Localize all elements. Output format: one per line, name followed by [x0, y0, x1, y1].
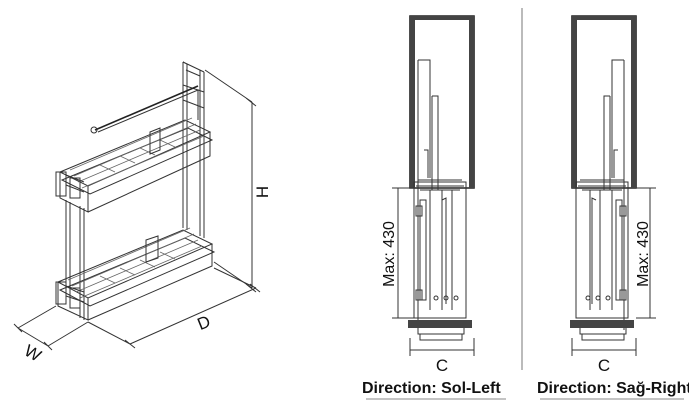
direction-caption: Direction: Sol-Left: [362, 380, 501, 397]
width-label: W: [21, 341, 44, 365]
clearance-dimension-line: [571, 338, 637, 356]
width-dimension-line: [13, 305, 89, 351]
upper-basket: [55, 85, 214, 213]
height-dimension-line: [204, 69, 257, 293]
max-dimension-line: [392, 187, 414, 319]
depth-label: D: [195, 312, 214, 334]
front-view-right: Max: 430 C Direction: Sağ-Right: [537, 15, 689, 400]
direction-caption: Direction: Sağ-Right: [537, 380, 689, 397]
clearance-label: C: [436, 356, 448, 375]
clearance-label: C: [598, 356, 610, 375]
pull-out-basket-isometric: H D W: [13, 61, 272, 365]
lower-basket: [55, 227, 216, 321]
max-label: Max: 430: [381, 221, 398, 287]
max-dimension-line: [636, 187, 656, 319]
max-label: Max: 430: [635, 221, 652, 287]
height-label: H: [253, 186, 272, 198]
depth-dimension-line: [87, 267, 261, 349]
front-view-left: Max: 430 C Direction: Sol-Left: [362, 15, 506, 400]
clearance-dimension-line: [409, 338, 475, 356]
